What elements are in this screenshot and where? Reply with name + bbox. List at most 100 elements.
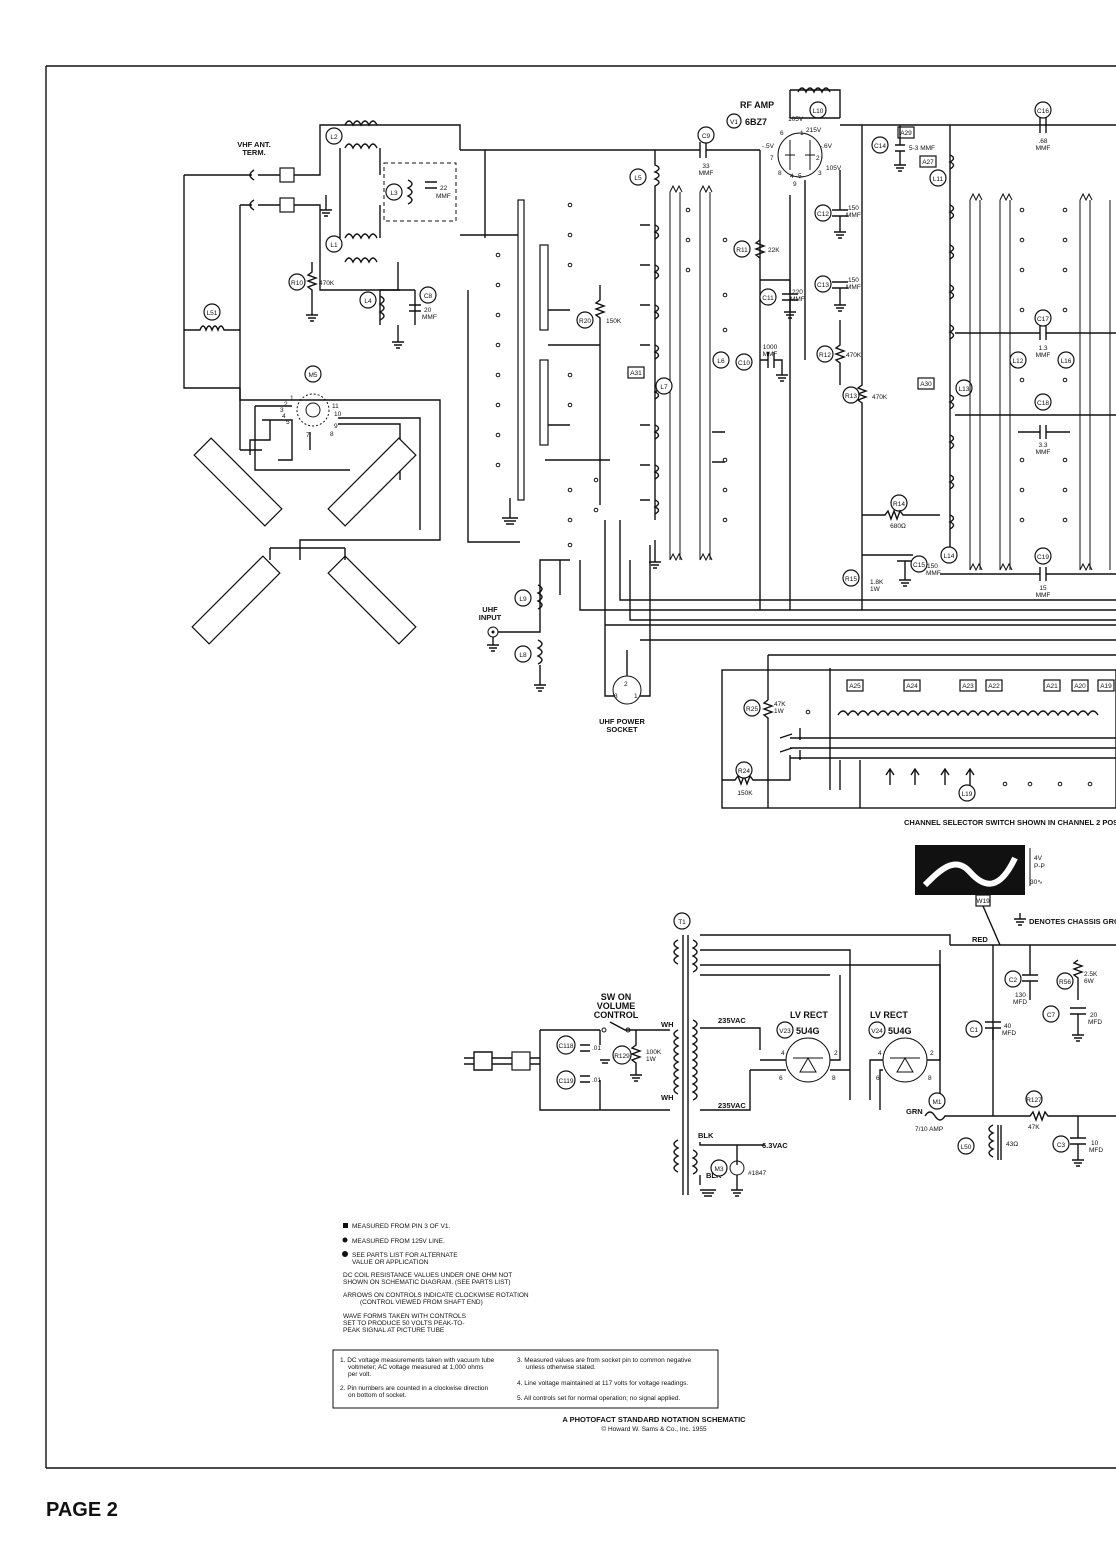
vhf-label-1: VHF ANT. <box>237 140 270 149</box>
page-label: PAGE 2 <box>46 1499 118 1521</box>
svg-text:L10: L10 <box>813 108 824 115</box>
svg-text:1W: 1W <box>870 586 881 593</box>
notes-box: 1. DC voltage measurements taken with va… <box>332 1349 719 1409</box>
svg-text:L11: L11 <box>933 176 944 183</box>
footer-title: A PHOTOFACT STANDARD NOTATION SCHEMATIC <box>562 1415 746 1424</box>
svg-text:7: 7 <box>770 155 774 162</box>
svg-text:MEASURED FROM PIN 3 OF V1.: MEASURED FROM PIN 3 OF V1. <box>352 1223 450 1230</box>
svg-text:PEAK SIGNAL AT PICTURE TUBE: PEAK SIGNAL AT PICTURE TUBE <box>343 1327 445 1334</box>
svg-text:LV RECT: LV RECT <box>790 1010 828 1020</box>
svg-text:MMF: MMF <box>422 314 437 321</box>
svg-text:RF AMP: RF AMP <box>740 100 774 110</box>
svg-text:L12: L12 <box>1013 358 1024 365</box>
svg-text:A19: A19 <box>1100 683 1112 690</box>
svg-text:5-3 MMF: 5-3 MMF <box>909 145 935 152</box>
svg-text:2.5K: 2.5K <box>1084 971 1098 978</box>
svg-text:RED: RED <box>972 935 988 944</box>
svg-text:A22: A22 <box>988 683 1000 690</box>
v24-type: 5U4G <box>888 1026 912 1036</box>
waveform-section: 4V P-P 30∿ W19 DENOTES CHASSIS GROUND <box>915 845 1116 946</box>
svg-text:3.3: 3.3 <box>1038 442 1047 449</box>
legend: MEASURED FROM PIN 3 OF V1. MEASURED FROM… <box>342 1223 529 1334</box>
svg-text:A20: A20 <box>1074 683 1086 690</box>
svg-text:1000: 1000 <box>763 344 778 351</box>
svg-text:MMF: MMF <box>846 212 861 219</box>
svg-text:V24: V24 <box>871 1028 883 1035</box>
svg-text:30∿: 30∿ <box>1030 879 1043 886</box>
svg-text:(CONTROL VIEWED FROM SHAFT END: (CONTROL VIEWED FROM SHAFT END) <box>360 1299 483 1306</box>
l3-shield-box <box>383 162 457 222</box>
svg-text:3: 3 <box>614 693 618 700</box>
svg-text:7/10 AMP: 7/10 AMP <box>915 1126 943 1133</box>
svg-text:R15: R15 <box>845 576 857 583</box>
svg-text:P-P: P-P <box>1034 863 1045 870</box>
svg-text:20: 20 <box>424 307 432 314</box>
svg-text:L8: L8 <box>519 652 527 659</box>
svg-text:C119: C119 <box>558 1078 573 1085</box>
svg-text:1: 1 <box>634 693 638 700</box>
svg-text:9: 9 <box>793 181 797 188</box>
svg-text:L16: L16 <box>1061 358 1072 365</box>
svg-text:SET TO PRODUCE 50 VOLTS PEAK-T: SET TO PRODUCE 50 VOLTS PEAK-TO- <box>343 1320 465 1327</box>
svg-text:6W: 6W <box>1084 978 1095 985</box>
svg-text:R11: R11 <box>736 247 748 254</box>
svg-text:MMF: MMF <box>1036 352 1051 359</box>
svg-text:C19: C19 <box>1037 554 1049 561</box>
v23-type: 5U4G <box>796 1026 820 1036</box>
svg-text:A23: A23 <box>962 683 974 690</box>
svg-text:5: 5 <box>286 419 290 426</box>
svg-text:INPUT: INPUT <box>479 613 502 622</box>
svg-text:105V: 105V <box>788 116 804 123</box>
v24-envelope <box>882 1037 928 1083</box>
svg-text:A25: A25 <box>849 683 861 690</box>
svg-text:-.6V: -.6V <box>820 143 833 150</box>
svg-text:L4: L4 <box>364 298 372 305</box>
svg-text:VOLUME: VOLUME <box>597 1001 636 1011</box>
svg-text:105V: 105V <box>826 165 842 172</box>
svg-text:CONTROL: CONTROL <box>594 1010 639 1020</box>
svg-text:MMF: MMF <box>926 570 941 577</box>
svg-text:4V: 4V <box>1034 855 1043 862</box>
svg-text:4: 4 <box>781 1050 785 1057</box>
svg-text:470K: 470K <box>319 280 335 287</box>
svg-text:C3: C3 <box>1057 1142 1066 1149</box>
svg-text:11: 11 <box>332 403 339 410</box>
svg-text:C2: C2 <box>1009 977 1018 984</box>
svg-text:6.3VAC: 6.3VAC <box>762 1141 788 1150</box>
svg-text:2. Pin numbers are counted in: 2. Pin numbers are counted in a clockwis… <box>340 1385 489 1392</box>
svg-text:C8: C8 <box>424 293 433 300</box>
svg-text:4: 4 <box>878 1050 882 1057</box>
svg-text:R20: R20 <box>579 318 591 325</box>
svg-text:235VAC: 235VAC <box>718 1101 746 1110</box>
svg-text:MMF: MMF <box>436 193 451 200</box>
svg-text:8: 8 <box>778 170 782 177</box>
svg-text:R129: R129 <box>614 1053 630 1060</box>
svg-text:8: 8 <box>832 1075 836 1082</box>
svg-text:C15: C15 <box>913 562 925 569</box>
svg-text:A30: A30 <box>920 381 932 388</box>
svg-text:130: 130 <box>1015 992 1026 999</box>
svg-text:#1847: #1847 <box>748 1170 766 1177</box>
svg-text:VALUE OR APPLICATION: VALUE OR APPLICATION <box>352 1259 429 1266</box>
svg-text:L13: L13 <box>959 386 970 393</box>
svg-text:DENOTES CHASSIS GROUND: DENOTES CHASSIS GROUND <box>1029 917 1116 926</box>
svg-text:per volt.: per volt. <box>348 1371 371 1378</box>
svg-text:47K: 47K <box>774 701 786 708</box>
svg-text:.01: .01 <box>592 1045 601 1052</box>
svg-text:BLK: BLK <box>698 1131 714 1140</box>
svg-text:L5: L5 <box>634 175 642 182</box>
svg-text:MMF: MMF <box>846 284 861 291</box>
svg-text:MFD: MFD <box>1002 1030 1016 1037</box>
svg-text:MMF: MMF <box>1036 449 1051 456</box>
svg-text:MMF: MMF <box>763 351 778 358</box>
svg-text:1.3: 1.3 <box>1038 345 1047 352</box>
svg-text:43Ω: 43Ω <box>1006 1141 1018 1148</box>
svg-text:T1: T1 <box>678 919 686 926</box>
svg-text:4: 4 <box>790 173 794 180</box>
svg-text:W19: W19 <box>976 898 990 905</box>
vhf-terminal-1 <box>279 167 295 183</box>
svg-text:voltmeter; AC voltage measured: voltmeter; AC voltage measured at 1,000 … <box>348 1364 484 1371</box>
svg-text:WAVE FORMS TAKEN WITH CONTROLS: WAVE FORMS TAKEN WITH CONTROLS <box>343 1313 467 1320</box>
svg-text:L14: L14 <box>944 553 955 560</box>
